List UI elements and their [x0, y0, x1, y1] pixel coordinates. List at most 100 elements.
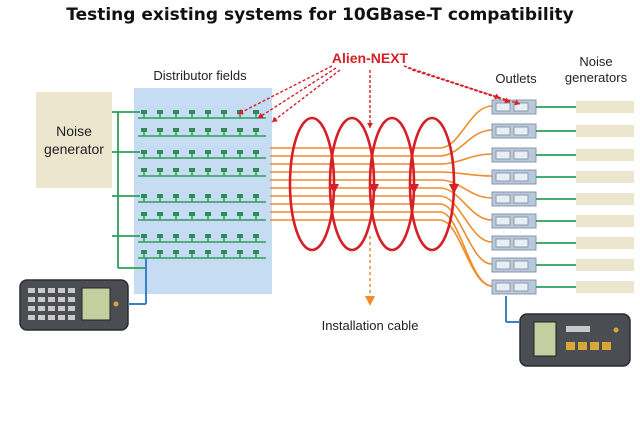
distributor-port	[189, 234, 195, 238]
distributor-port	[141, 168, 147, 172]
distributor-port	[173, 128, 179, 132]
distributor-port	[205, 250, 211, 254]
distributor-port	[253, 250, 259, 254]
tester-led	[113, 301, 119, 307]
tester-left-body	[19, 279, 129, 331]
outlet-jack	[495, 260, 511, 270]
distributor-port	[189, 212, 195, 216]
noise-generator-box-right	[576, 259, 634, 271]
tester-key	[566, 326, 590, 332]
distributor-port	[205, 234, 211, 238]
tester-key	[602, 342, 611, 350]
distributor-port	[189, 250, 195, 254]
distributor-port	[221, 150, 227, 154]
installation-cable-wire	[270, 153, 493, 165]
distributor-port	[205, 150, 211, 154]
noise-generator-box-right	[576, 125, 634, 137]
tester-key	[58, 297, 65, 302]
noise-generators-label-1: Noise	[579, 54, 612, 69]
tester-key	[28, 297, 35, 302]
installation-cable-bundle	[270, 105, 493, 287]
alien-next-arrow	[257, 67, 337, 119]
noise-generator-boxes-right	[576, 101, 634, 293]
tester-key	[28, 306, 35, 311]
tester-key	[28, 288, 35, 293]
outlet-jack	[513, 260, 529, 270]
noise-generator-box-right	[576, 281, 634, 293]
distributor-port	[205, 110, 211, 114]
distributor-port	[237, 150, 243, 154]
distributor-port	[141, 150, 147, 154]
tester-key	[58, 288, 65, 293]
distributor-port	[221, 110, 227, 114]
installation-cable-wire	[270, 203, 493, 265]
outlet-jack	[495, 194, 511, 204]
tester-key	[38, 297, 45, 302]
tester-key	[38, 306, 45, 311]
tester-key	[68, 297, 75, 302]
tester-key	[38, 315, 45, 320]
distributor-port	[141, 128, 147, 132]
outlet-jack	[495, 238, 511, 248]
tester-left-keypad	[28, 288, 119, 320]
tester-key	[28, 315, 35, 320]
distributor-port	[253, 150, 259, 154]
outlet-jack	[495, 172, 511, 182]
distributor-port	[173, 150, 179, 154]
distributor-port	[205, 128, 211, 132]
alien-next-loop-arrow	[409, 184, 419, 194]
distributor-port	[237, 194, 243, 198]
distributor-field-panel	[134, 88, 272, 294]
distributor-port	[237, 168, 243, 172]
tester-left-screen	[81, 287, 111, 321]
outlet-jack	[513, 150, 529, 160]
outlet-jack	[513, 102, 529, 112]
outlet-jack	[513, 126, 529, 136]
distributor-port	[253, 194, 259, 198]
noise-generator-box-right	[576, 149, 634, 161]
distributor-port	[141, 110, 147, 114]
installation-cable-wire	[270, 179, 493, 199]
green-connection-lines-left	[112, 111, 146, 269]
noise-generator-box-right	[576, 237, 634, 249]
tester-key	[38, 288, 45, 293]
tester-key	[590, 342, 599, 350]
outlet-jack	[513, 238, 529, 248]
tester-key	[58, 306, 65, 311]
outlet-jack	[513, 194, 529, 204]
distributor-port	[141, 234, 147, 238]
tester-device-left	[19, 258, 147, 331]
distributor-port	[189, 150, 195, 154]
distributor-port	[157, 212, 163, 216]
distributor-port	[237, 250, 243, 254]
distributor-port	[157, 234, 163, 238]
outlet-jack	[495, 282, 511, 292]
distributor-port	[237, 212, 243, 216]
tester-key	[578, 342, 587, 350]
noise-generator-box-right	[576, 171, 634, 183]
distributor-port	[157, 110, 163, 114]
distributor-fields-label: Distributor fields	[153, 68, 247, 83]
distributor-port	[173, 194, 179, 198]
noise-generator-box-right	[576, 215, 634, 227]
distributor-port	[157, 194, 163, 198]
tester-right-screen	[533, 321, 557, 357]
alien-next-loop	[288, 116, 336, 252]
outlet-jack	[513, 282, 529, 292]
noise-generator-box-right	[576, 193, 634, 205]
distributor-port	[221, 234, 227, 238]
distributor-port	[221, 168, 227, 172]
distributor-port	[173, 212, 179, 216]
distributor-port	[205, 194, 211, 198]
distributor-port	[157, 168, 163, 172]
outlet-jack	[495, 216, 511, 226]
tester-key	[68, 288, 75, 293]
alien-next-loop-arrow	[329, 184, 339, 194]
installation-cable-wire	[270, 187, 493, 221]
distributor-port	[141, 194, 147, 198]
installation-cable-arrowhead	[365, 296, 375, 306]
alien-next-arrowhead	[258, 112, 264, 118]
alien-next-arrowhead	[367, 123, 373, 128]
distributor-port	[157, 250, 163, 254]
alien-next-arrows	[237, 65, 521, 128]
